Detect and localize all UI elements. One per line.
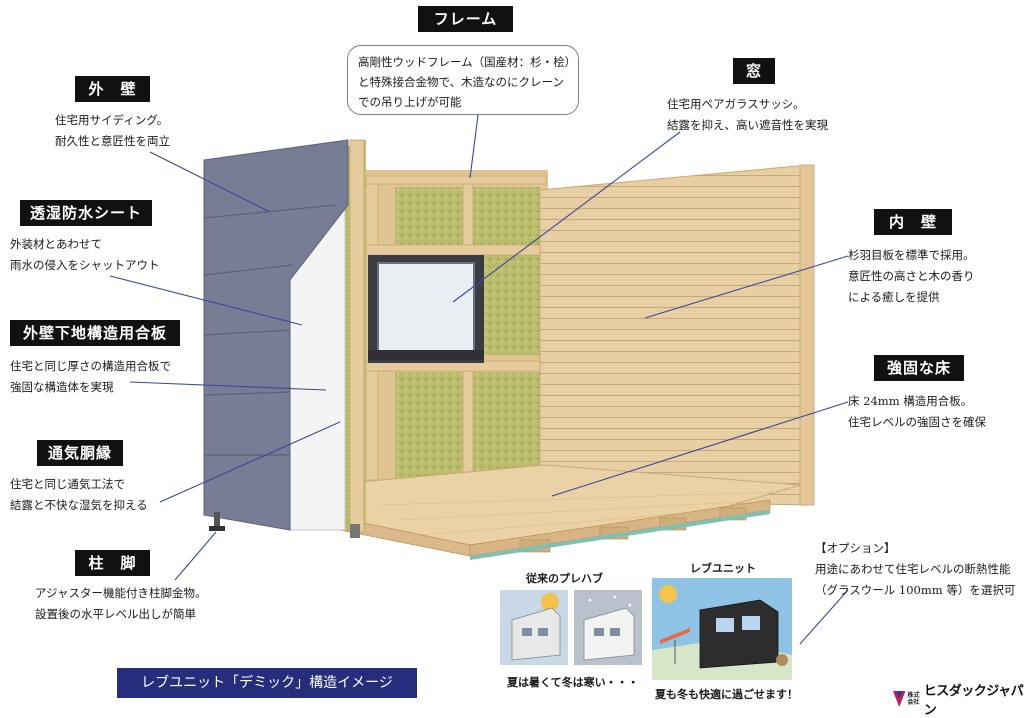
label-floor: 強固な床 — [874, 355, 964, 381]
moisture-sheet-description: 外装材とあわせて 雨水の侵入をシャットアウト — [10, 237, 160, 272]
old-prefab-caption: 夏は暑くて冬は寒い・・・ — [507, 676, 639, 689]
vent-description: 住宅と同じ通気工法で 結露と不快な湿気を抑える — [10, 477, 148, 512]
legs-description: アジャスター機能付き柱脚金物。 設置後の水平レベル出しが簡単 — [35, 586, 207, 621]
label-moisture-sheet: 透湿防水シート — [20, 200, 152, 226]
window-description: 住宅用ペアガラスサッシ。 結露を抑え、高い遮音性を実現 — [667, 97, 828, 132]
insulation-panels — [395, 187, 540, 482]
inner-wall-description: 杉羽目板を標準で採用。 意匠性の高さと木の香り による癒しを提供 — [848, 248, 975, 304]
logo-mark-icon — [893, 690, 906, 708]
logo-name: ヒスダックジャパン — [923, 684, 1024, 718]
rev-unit-caption: 夏も冬も快適に過ごせます！ — [655, 688, 798, 701]
label-inner-wall: 内 壁 — [874, 209, 952, 235]
rev-unit-title: レブユニット — [690, 562, 756, 575]
siding-panel — [203, 139, 349, 531]
company-logo: 株式会社 ヒスダックジャパン — [893, 680, 1024, 718]
label-legs: 柱 脚 — [75, 550, 150, 576]
label-vent: 通気胴縁 — [37, 440, 123, 466]
inner-wall-planks — [539, 164, 809, 506]
label-frame: フレーム — [418, 6, 513, 32]
label-plywood: 外壁下地構造用合板 — [10, 320, 180, 346]
outer-wall-description: 住宅用サイディング。 耐久性と意匠性を両立 — [55, 113, 170, 148]
logo-small-text: 株式会社 — [907, 692, 920, 706]
adjuster-foot — [209, 512, 225, 531]
frame-description: 高剛性ウッドフレーム（国産材：杉・桧） と特殊接合金物で、木造なのにクレーン で… — [347, 45, 579, 115]
title-banner: レブユニット「デミック」構造イメージ — [117, 668, 417, 698]
label-window: 窓 — [733, 58, 775, 84]
option-note: 【オプション】 用途にあわせて住宅レベルの断熱性能 （グラスウール 100mm … — [815, 541, 1016, 597]
rev-unit-image — [652, 578, 792, 680]
window-sash — [368, 255, 484, 363]
floor-description: 床 24mm 構造用合板。 住宅レベルの強固さを確保 — [848, 394, 986, 429]
old-prefab-title: 従来のプレハブ — [526, 572, 603, 585]
label-outer-wall: 外 壁 — [75, 76, 150, 102]
plywood-description: 住宅と同じ厚さの構造用合板で 強固な構造体を実現 — [10, 359, 171, 394]
old-prefab-image — [500, 590, 642, 665]
leader-lines — [109, 114, 849, 645]
